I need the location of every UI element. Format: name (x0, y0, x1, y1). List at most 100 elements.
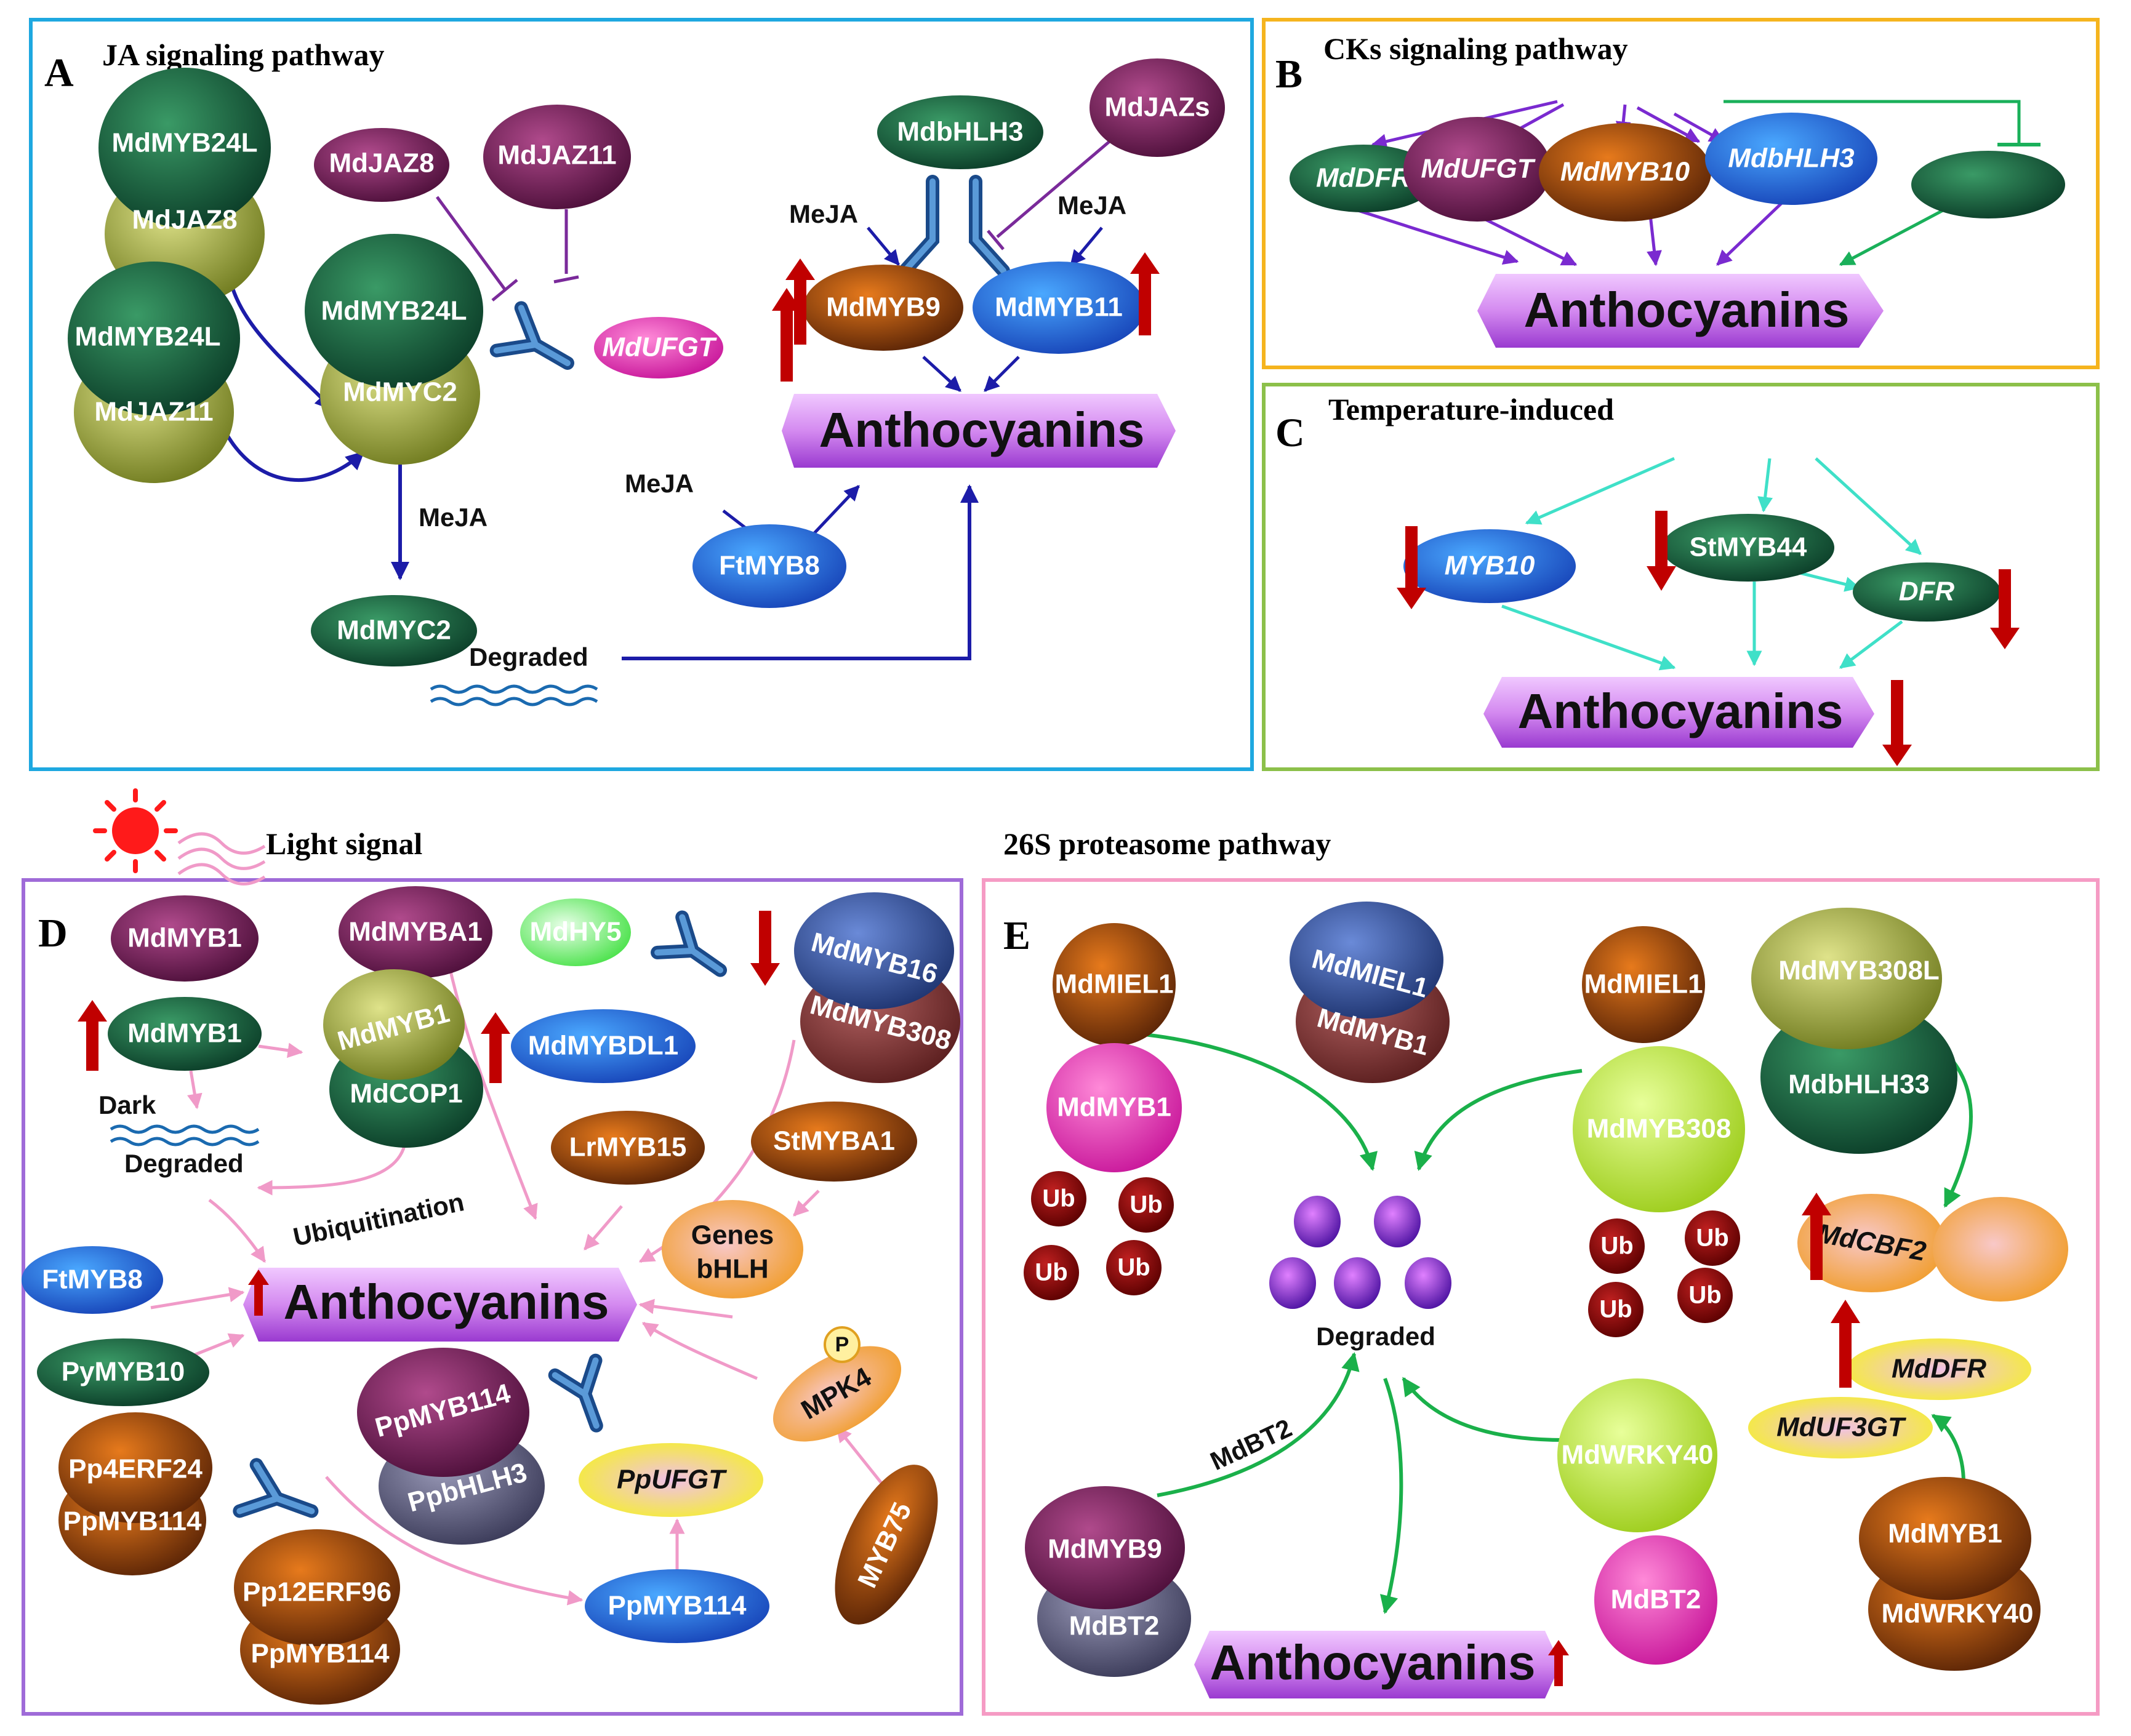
protein-mdmyc2-center: MdMYC2 (343, 377, 457, 407)
protein-mdmyb24l-mid: MdMYB24L (74, 322, 220, 352)
protein-ftmyb8: FtMYB8 (719, 551, 820, 581)
panel-e-title: 26S proteasome pathway (1003, 826, 1331, 861)
protein-mdmyc2-degraded: MdMYC2 (337, 615, 451, 646)
protein-mddfr-b: MdDFR (1316, 163, 1411, 193)
protein-ppmyb114-b: PpMYB114 (251, 1639, 390, 1669)
panel-a-title: JA signaling pathway (102, 38, 384, 72)
meja-label-1: MeJA (789, 199, 858, 228)
protein-mdjazs: MdJAZs (1104, 92, 1210, 122)
degraded-wave-icon (430, 684, 598, 694)
meja-label-3: MeJA (419, 503, 488, 532)
protein-stmyba1: StMYBA1 (773, 1126, 895, 1156)
protein-mdmyb1-dark: MdMYB1 (127, 1018, 242, 1049)
protein-mdmyb308-e: MdMYB308 (1587, 1114, 1732, 1144)
protein-mdufgt: MdUFGT (602, 332, 716, 362)
protein-mdmiel1-a: MdMIEL1 (1054, 969, 1173, 999)
protein-mdmyb308l: MdMYB308L (1778, 956, 1940, 986)
ubiquitination-label: Ubiquitination (291, 1187, 467, 1252)
protein-mdbt2-pink: MdBT2 (1611, 1585, 1701, 1615)
panel-c-border (1262, 383, 2100, 771)
protein-mdmyb1-top: MdMYB1 (127, 923, 242, 953)
protein-mdbt2-dimer: MdBT2 (1069, 1611, 1160, 1641)
protein-mdcop1: MdCOP1 (350, 1079, 462, 1109)
protein-ppufgt: PpUFGT (617, 1465, 727, 1495)
protein-lrmyb15: LrMYB15 (569, 1132, 687, 1162)
receptor-icon (898, 175, 1010, 278)
protein-mdbhlh33: MdbHLH33 (1788, 1070, 1930, 1100)
ub-label: Ub (1130, 1191, 1162, 1218)
protein-myb10-c: MYB10 (1445, 551, 1535, 581)
protein-ppmyb114-d: PpMYB114 (608, 1591, 747, 1621)
panel-c-letter: C (1275, 410, 1305, 455)
panel-b-letter: B (1275, 52, 1302, 97)
protein-mdmyb10-b: MdMYB10 (1560, 157, 1690, 187)
down-arrow-icon (750, 911, 780, 986)
protein-mdmyb9: MdMYB9 (826, 292, 941, 322)
panel-d-border (22, 878, 963, 1716)
anthocyanins-d: Anthocyanins (284, 1274, 609, 1329)
protein-mdmyba1: MdMYBA1 (348, 917, 483, 947)
panel-a: A JA signaling pathway MdMYB24L (29, 18, 1254, 771)
ubiquitin-group-left: Ub Ub Ub Ub (1024, 1171, 1174, 1300)
protein-dfr-c: DFR (1899, 577, 1955, 607)
degraded-label-d: Degraded (124, 1149, 244, 1178)
up-arrow-icon (1548, 1640, 1569, 1686)
up-arrow-icon (1831, 1300, 1860, 1388)
protein-unlabeled-b (1911, 151, 2065, 218)
protein-mdjaz11: MdJAZ11 (497, 140, 616, 170)
panel-b-title: CKs signaling pathway (1323, 31, 1628, 66)
dark-label: Dark (98, 1090, 156, 1119)
protein-mdjaz11-bottom: MdJAZ11 (94, 397, 213, 427)
ub-label: Ub (1696, 1225, 1728, 1252)
protein-mdbhlh3: MdbHLH3 (897, 117, 1023, 147)
anthocyanins-a: Anthocyanins (819, 402, 1145, 457)
protein-mdwrky40-green: MdWRKY40 (1562, 1440, 1714, 1470)
up-arrow-icon (1802, 1193, 1831, 1280)
genes-label: Genes (691, 1220, 774, 1250)
bhlh-label: bHLH (696, 1254, 768, 1284)
ub-label: Ub (1035, 1259, 1067, 1286)
receptor-icon (548, 1353, 603, 1433)
degraded-fragments-icon (1269, 1196, 1451, 1309)
protein-mdmyb11: MdMYB11 (995, 292, 1123, 322)
protein-ftmyb8-d: FtMYB8 (42, 1265, 143, 1295)
sun-icon (93, 788, 266, 886)
protein-ppmyb114-a: PpMYB114 (63, 1506, 203, 1537)
receptor-icon (651, 910, 728, 977)
protein-stmyb44: StMYB44 (1690, 532, 1807, 562)
protein-mdmiel1-c: MdMIEL1 (1584, 969, 1703, 999)
protein-mduf3gt: MdUF3GT (1776, 1412, 1906, 1442)
protein-mdmybdl1: MdMYBDL1 (528, 1031, 678, 1061)
degraded-label-a: Degraded (469, 642, 588, 671)
protein-mdmyb1-pink: MdMYB1 (1057, 1092, 1171, 1122)
ubiquitin-group-right: Ub Ub Ub Ub (1588, 1210, 1740, 1337)
anthocyanins-c: Anthocyanins (1518, 684, 1844, 738)
ub-label: Ub (1599, 1296, 1632, 1323)
panel-e: E 26S proteasome pathway MdMIEL1 MdMIEL1… (982, 826, 2100, 1716)
phospho-icon (824, 1326, 861, 1363)
panel-a-letter: A (44, 50, 74, 95)
protein-mdmyb24l-center: MdMYB24L (321, 296, 467, 326)
ub-label: Ub (1117, 1254, 1150, 1281)
panel-d-title: Light signal (266, 826, 422, 861)
protein-mdmyb9-e: MdMYB9 (1048, 1534, 1162, 1564)
ub-label: Ub (1688, 1282, 1721, 1309)
panel-e-letter: E (1003, 913, 1030, 958)
up-arrow-icon (78, 1000, 510, 1083)
receptor-icon (489, 301, 574, 370)
degraded-wave-icon (110, 1124, 260, 1134)
phospho-label: P (835, 1333, 849, 1356)
protein-mdmyb1-dimer: MdMYB1 (1888, 1519, 2002, 1549)
panel-c: C Temperature-induced MYB10 StMYB44 DFR … (1262, 383, 2100, 771)
panel-b-border (1262, 18, 2100, 369)
protein-mdjaz8: MdJAZ8 (329, 148, 434, 178)
meja-label-4: MeJA (625, 469, 694, 498)
ub-label: Ub (1042, 1185, 1075, 1212)
protein-mdmyb24l-top: MdMYB24L (111, 128, 257, 158)
panel-e-border (982, 878, 2100, 1716)
panel-d-letter: D (38, 911, 68, 956)
protein-pymyb10: PyMYB10 (62, 1357, 185, 1387)
anthocyanins-b: Anthocyanins (1524, 282, 1850, 337)
protein-mddfr-e: MdDFR (1892, 1354, 1986, 1384)
